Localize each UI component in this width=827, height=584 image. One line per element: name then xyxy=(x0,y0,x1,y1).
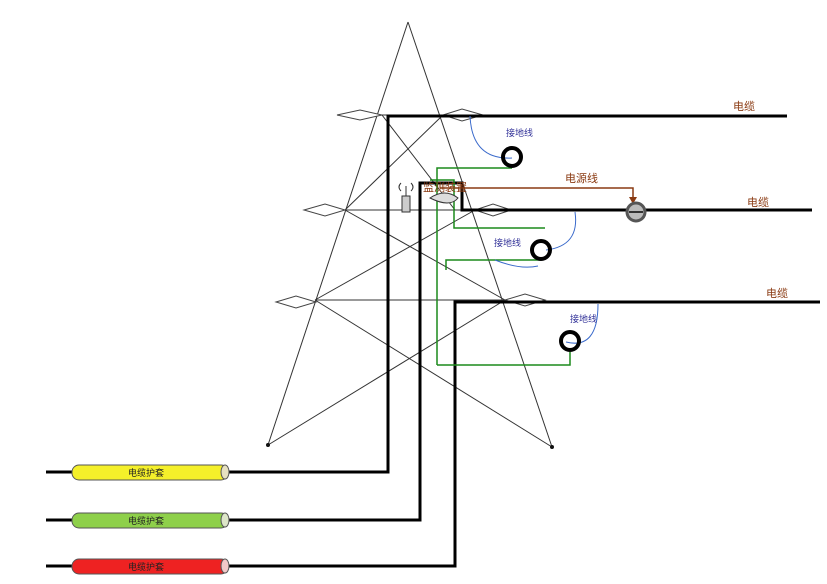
tower-foot-left xyxy=(266,443,270,447)
insulator-left-top xyxy=(336,109,383,121)
sheath-red xyxy=(71,558,230,575)
cable-sheaths xyxy=(71,464,230,575)
sheath-label-yellow: 电缆护套 xyxy=(128,467,164,479)
antenna-icon xyxy=(398,182,414,213)
transmission-tower xyxy=(267,21,553,448)
ring-sensor-icon xyxy=(501,146,523,168)
cable-bottom xyxy=(229,300,820,568)
ground-label-middle: 接地线 xyxy=(494,237,521,249)
cable-top xyxy=(229,114,787,474)
ground-wires xyxy=(430,167,571,366)
insulator-left-mid xyxy=(302,203,347,217)
cable-label-middle: 电缆 xyxy=(747,196,769,209)
monitoring-device xyxy=(429,192,459,204)
insulator-left-low xyxy=(274,295,318,309)
ring-sensor-icon xyxy=(559,330,581,352)
power-line-label: 电源线 xyxy=(565,171,598,185)
ring-sensor-icon xyxy=(530,239,552,261)
cables xyxy=(46,114,820,568)
cable-label-top: 电缆 xyxy=(733,100,755,113)
monitor-device-label: 监测装置 xyxy=(423,181,467,194)
sheath-label-red: 电缆护套 xyxy=(128,561,164,573)
sheath-green xyxy=(71,512,230,529)
tower-foot-right xyxy=(550,445,554,449)
ring-sensors xyxy=(501,146,647,352)
insulators xyxy=(274,108,547,309)
sheath-label-green: 电缆护套 xyxy=(128,515,164,527)
ground-label-top: 接地线 xyxy=(506,127,533,139)
cable-middle xyxy=(229,181,812,522)
cable-label-bottom: 电缆 xyxy=(766,287,788,300)
ground-label-bottom: 接地线 xyxy=(570,313,597,325)
sheath-yellow xyxy=(71,464,230,481)
power-line xyxy=(440,187,637,204)
insulator-right-low xyxy=(503,293,547,307)
